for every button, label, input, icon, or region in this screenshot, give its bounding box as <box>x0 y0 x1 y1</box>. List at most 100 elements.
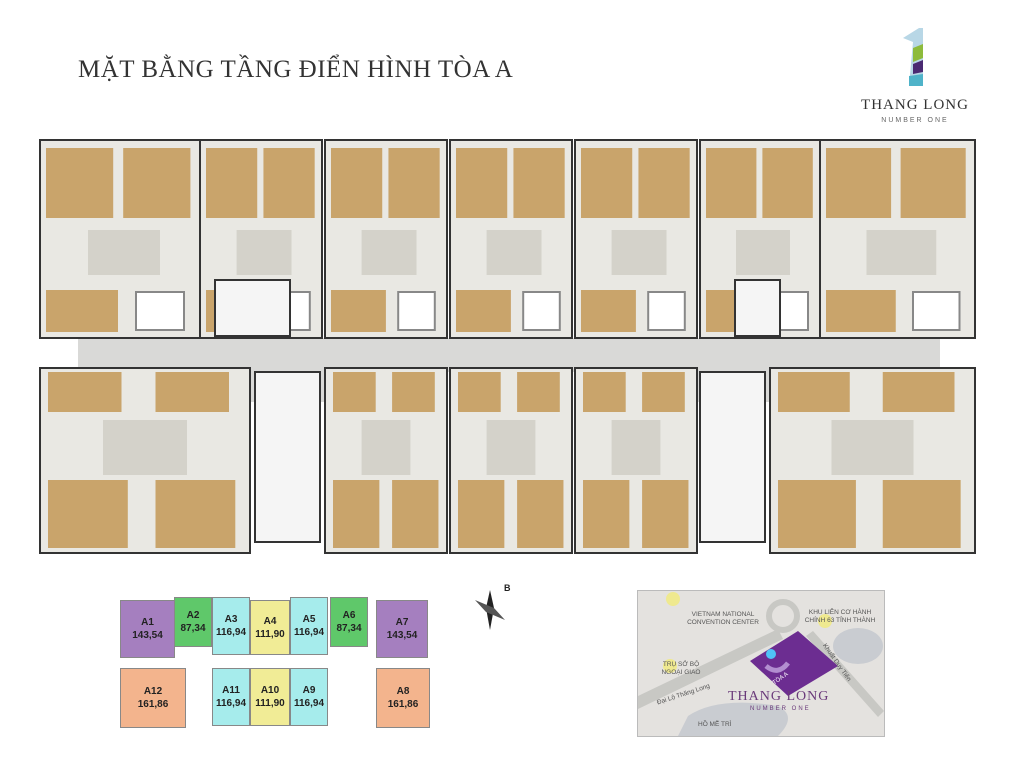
unit-area: 161,86 <box>137 699 169 710</box>
bedroom <box>583 372 626 412</box>
unit-area: 87,34 <box>336 623 362 634</box>
bedroom <box>456 148 508 218</box>
unit-name: A11 <box>222 685 240 696</box>
living-room <box>611 420 661 475</box>
bedroom <box>778 480 856 548</box>
bedroom <box>762 148 813 218</box>
logo-subtitle: NUMBER ONE <box>881 117 949 124</box>
unit-name: A7 <box>395 617 409 628</box>
bedroom <box>882 480 961 548</box>
bedroom <box>706 148 757 218</box>
unit-area: 116,94 <box>293 698 325 709</box>
unit-key-a3: A3 116,94 <box>212 597 250 655</box>
living-room <box>866 230 937 275</box>
bedroom <box>46 148 114 218</box>
bedroom <box>123 148 191 218</box>
bedroom <box>513 148 565 218</box>
bedroom <box>642 480 689 548</box>
unit-area: 116,94 <box>215 627 247 638</box>
corridor <box>78 338 940 372</box>
bedroom <box>517 480 564 548</box>
unit-key-a12: A12 161,86 <box>120 668 186 728</box>
location-map: VIETNAM NATIONAL CONVENTION CENTER KHU L… <box>637 590 885 737</box>
unit-area: 111,90 <box>255 628 285 640</box>
map-label-khu-lien: KHU LIÊN CƠ HÀNH CHÍNH 63 TỈNH THÀNH <box>804 609 876 624</box>
bedroom <box>583 480 630 548</box>
map-roads <box>638 591 884 736</box>
living-room <box>831 420 914 475</box>
bedroom <box>458 372 501 412</box>
map-subtitle: NUMBER ONE <box>750 706 811 712</box>
bedroom <box>458 480 505 548</box>
logo-mark-icon <box>903 28 923 86</box>
bedroom <box>778 372 850 412</box>
unit-name: A10 <box>260 685 280 696</box>
unit-area: 161,86 <box>387 699 419 710</box>
bedroom <box>48 372 122 412</box>
unit-name: A2 <box>186 610 200 621</box>
logo-brand: THANG LONG <box>861 97 969 113</box>
bathroom <box>522 291 561 331</box>
bedroom <box>331 290 386 332</box>
bathroom <box>647 291 686 331</box>
living-room <box>486 230 542 275</box>
bedroom <box>581 290 636 332</box>
unit-area: 116,94 <box>293 627 325 638</box>
elevator-stair-core <box>699 371 766 543</box>
bathroom <box>912 291 961 331</box>
unit-area: 116,94 <box>215 698 247 709</box>
bedroom <box>392 372 435 412</box>
logo: THANG LONG NUMBER ONE <box>845 28 985 124</box>
bedroom <box>331 148 383 218</box>
bedroom <box>826 290 896 332</box>
unit-name: A1 <box>141 617 154 628</box>
living-room <box>736 230 790 275</box>
bedroom <box>581 148 633 218</box>
unit-area: 87,34 <box>180 623 206 634</box>
unit-key-a1: A1 143,54 <box>120 600 175 658</box>
bedroom <box>263 148 315 218</box>
living-room <box>236 230 292 275</box>
unit-key-a11: A11 116,94 <box>212 668 250 726</box>
unit-key-a10: A10 111,90 <box>250 668 290 726</box>
stair-core <box>734 279 781 337</box>
unit-key-a8: A8 161,86 <box>376 668 430 728</box>
bedroom <box>392 480 439 548</box>
living-room <box>611 230 667 275</box>
map-brand: THANG LONG <box>728 689 830 704</box>
unit-name: A12 <box>143 686 163 697</box>
compass-icon <box>475 590 505 630</box>
unit-name: A6 <box>342 610 356 621</box>
bedroom <box>333 480 380 548</box>
bedroom <box>388 148 440 218</box>
bedroom <box>48 480 128 548</box>
living-room <box>361 230 417 275</box>
bedroom <box>155 480 236 548</box>
elevator-stair-core <box>254 371 321 543</box>
bedroom <box>517 372 560 412</box>
unit-name: A8 <box>396 686 410 697</box>
bedroom <box>642 372 685 412</box>
unit-area: 143,54 <box>386 630 418 641</box>
bedroom <box>638 148 690 218</box>
stair-core <box>214 279 291 337</box>
unit-name: A4 <box>263 615 277 627</box>
bedroom <box>155 372 229 412</box>
page-title: MẶT BẰNG TẦNG ĐIỂN HÌNH TÒA A <box>78 56 514 83</box>
bathroom <box>397 291 436 331</box>
map-label-ho-me-tri: HỒ MỄ TRÌ <box>698 721 732 728</box>
compass-label: B <box>504 583 511 593</box>
bathroom <box>135 291 185 331</box>
living-room <box>103 420 187 475</box>
bedroom <box>206 148 258 218</box>
map-label-tru-so: TRỤ SỞ BỘ NGOẠI GIAO <box>661 661 701 676</box>
unit-area: 111,90 <box>255 698 285 709</box>
unit-key-a2: A2 87,34 <box>174 597 212 647</box>
map-label-convention: VIETNAM NATIONAL CONVENTION CENTER <box>687 611 759 626</box>
unit-name: A3 <box>224 614 238 625</box>
unit-key-a7: A7 143,54 <box>376 600 428 658</box>
unit-area: 143,54 <box>132 630 163 641</box>
